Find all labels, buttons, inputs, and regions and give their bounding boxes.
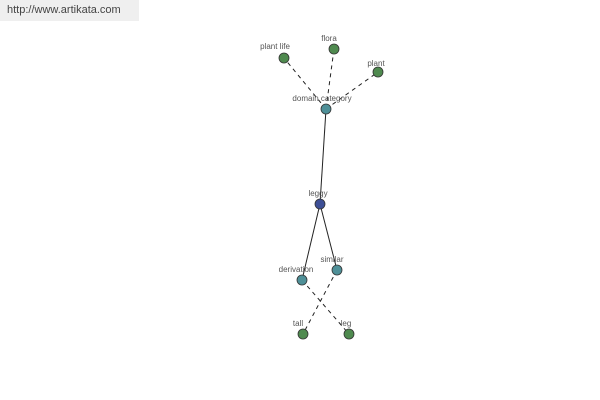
node-label-leg[interactable]: leg: [341, 319, 352, 328]
edge-leggy-to-domain-category: [319, 108, 327, 205]
node-label-plant[interactable]: plant: [367, 59, 385, 68]
edge-domain-category-to-flora: [325, 48, 335, 110]
node-leggy[interactable]: [314, 198, 326, 210]
node-plant-life[interactable]: [278, 52, 290, 64]
labels-layer: leggy domain category derivation similar pla…: [260, 34, 385, 328]
edge-derivation-to-leg: [301, 279, 350, 335]
node-label-domain-category[interactable]: domain category: [292, 94, 351, 103]
edges-layer: [283, 48, 379, 335]
node-derivation[interactable]: [296, 274, 308, 286]
edge-leggy-to-derivation: [301, 203, 321, 281]
node-label-plant-life[interactable]: plant life: [260, 42, 290, 51]
node-similar[interactable]: [331, 264, 343, 276]
source-url-banner[interactable]: http://www.artikata.com: [0, 0, 139, 21]
node-label-tall[interactable]: tall: [293, 319, 303, 328]
nodes-layer: [278, 43, 384, 340]
node-flora[interactable]: [328, 43, 340, 55]
edge-domain-category-to-plant-life: [283, 57, 327, 110]
node-label-flora[interactable]: flora: [321, 34, 337, 43]
node-label-derivation[interactable]: derivation: [279, 265, 314, 274]
node-label-similar[interactable]: similar: [320, 255, 343, 264]
node-leg[interactable]: [343, 328, 355, 340]
edge-domain-category-to-plant: [325, 71, 379, 110]
node-domain-category[interactable]: [320, 103, 332, 115]
edge-similar-to-tall: [302, 269, 338, 335]
node-tall[interactable]: [297, 328, 309, 340]
node-label-leggy[interactable]: leggy: [308, 189, 327, 198]
edge-leggy-to-similar: [319, 203, 338, 271]
node-plant[interactable]: [372, 66, 384, 78]
